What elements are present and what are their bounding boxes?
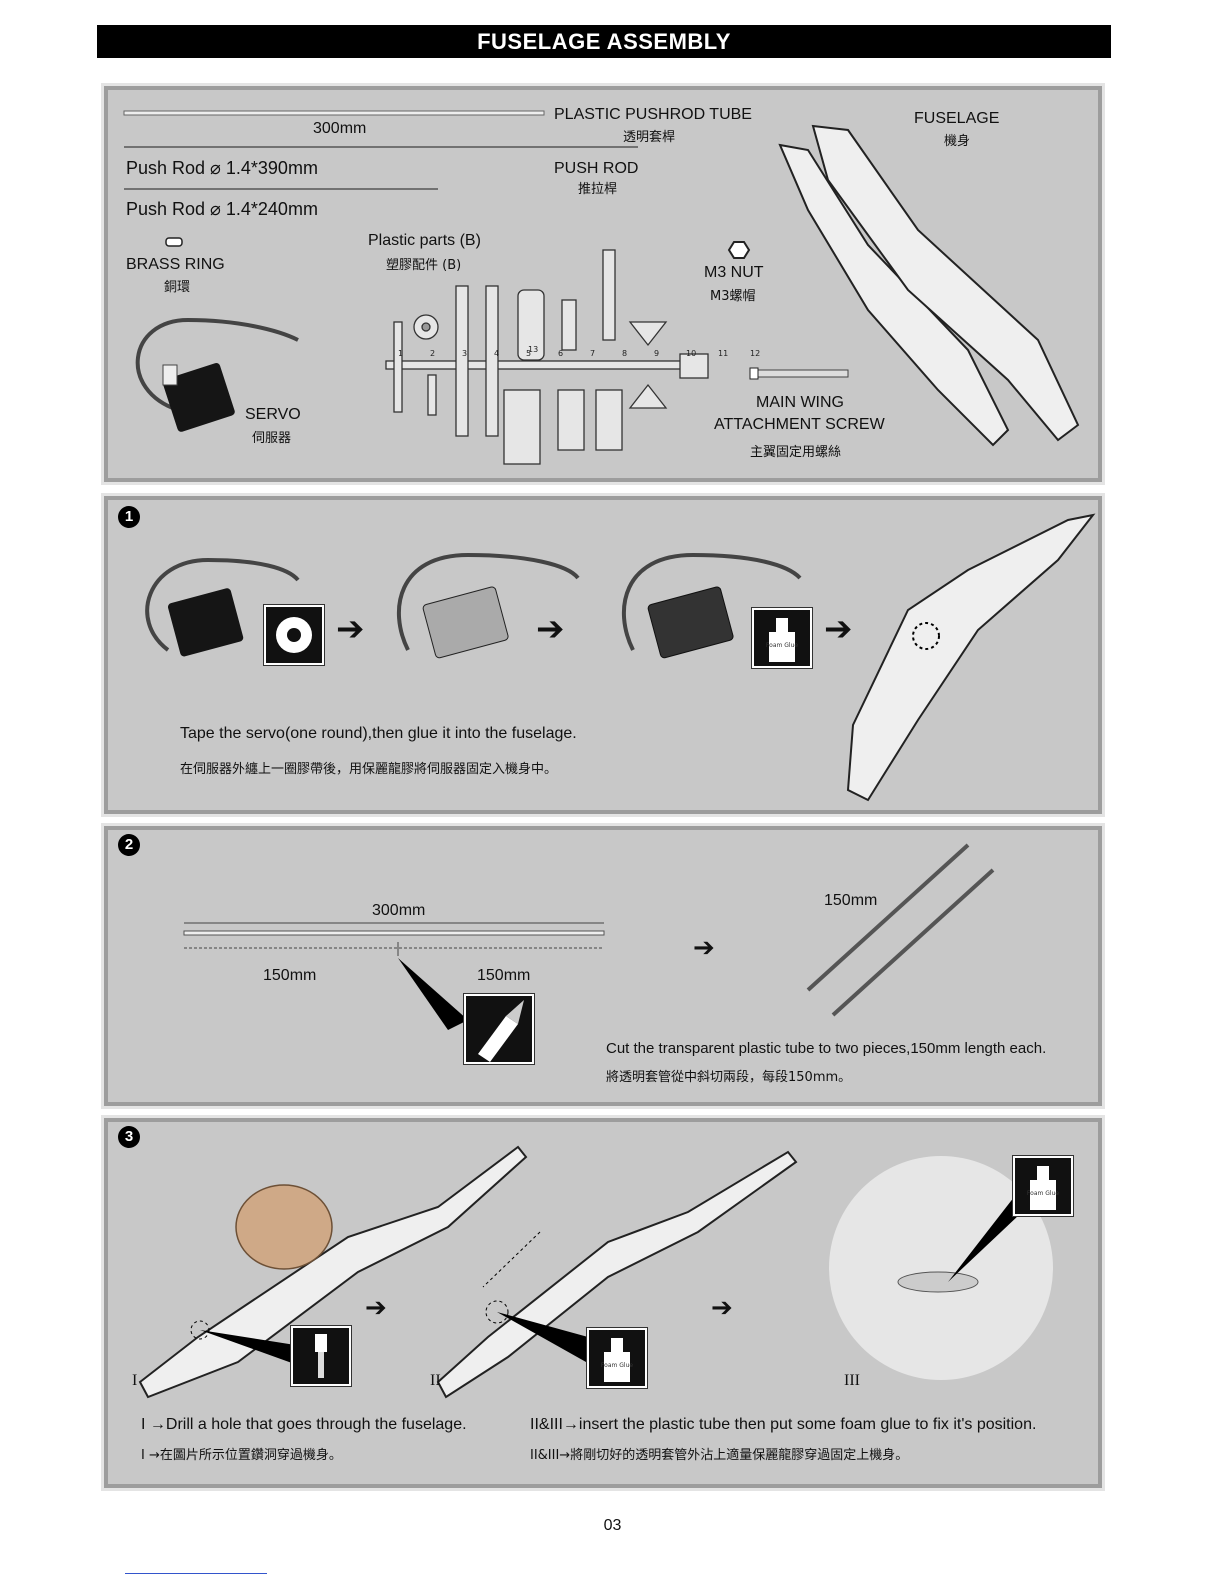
arrow-right-icon: ➔: [336, 612, 365, 646]
push-rod-label-en: PUSH ROD: [554, 160, 638, 178]
tube-length-label: 300mm: [313, 120, 366, 138]
sprue-part-number: 6: [558, 349, 563, 358]
fuselage-label-zh: 機身: [944, 130, 970, 149]
step3-panel: 3 Foam Glue Foam Glue ➔ ➔ I II III I →Dr…: [104, 1118, 1102, 1488]
footer-rule: [125, 1573, 267, 1574]
foam-glue-icon: Foam Glue: [587, 1328, 647, 1388]
tape-roll-icon: [264, 605, 324, 665]
sub-step-2-label: II: [430, 1372, 441, 1390]
brass-ring-icon: [166, 238, 182, 246]
length-150-left-label: 150mm: [263, 967, 316, 985]
arrow-right-icon: ➔: [365, 1294, 387, 1320]
step2-text-en: Cut the transparent plastic tube to two …: [606, 1040, 1046, 1057]
sprue-part-number: 13: [528, 345, 538, 354]
sprue-part-number: 2: [430, 349, 435, 358]
page-number: 03: [0, 1517, 1225, 1535]
foam-glue-label: Foam Glue: [766, 642, 798, 649]
step1-text-zh: 在伺服器外纏上一圈膠帶後，用保麗龍膠將伺服器固定入機身中。: [180, 758, 557, 777]
drill-bit-icon: [291, 1326, 351, 1386]
sprue-part-number: 4: [494, 349, 499, 358]
m3-nut-icon: [729, 242, 749, 258]
hand-drill-illustration: [236, 1185, 332, 1269]
step2-text-zh: 將透明套管從中斜切兩段，每段150mm。: [606, 1066, 851, 1085]
sprue-part-number: 3: [462, 349, 467, 358]
sprue-part-number: 11: [718, 349, 728, 358]
sprue-part-number: 7: [590, 349, 595, 358]
tube-label-zh: 透明套桿: [623, 126, 675, 145]
craft-knife-icon: [464, 994, 534, 1064]
brass-ring-label-zh: 銅環: [164, 276, 190, 295]
step3-text2-en: II&III→insert the plastic tube then put …: [530, 1416, 1036, 1434]
push-rod-label-zh: 推拉桿: [578, 178, 617, 197]
tube-label-en: PLASTIC PUSHROD TUBE: [554, 106, 752, 124]
step3-text1-en: I →Drill a hole that goes through the fu…: [141, 1416, 467, 1434]
fuselage-label-en: FUSELAGE: [914, 110, 999, 128]
servo-label-zh: 伺服器: [252, 427, 291, 446]
plastic-parts-label-en: Plastic parts (B): [368, 232, 481, 250]
wing-screw-label-zh: 主翼固定用螺絲: [750, 441, 841, 460]
pushrod-tube-illustration: [124, 111, 544, 115]
cut-pointer: [398, 958, 468, 1030]
sprue-part-number: 1: [398, 349, 403, 358]
step2-illustration: [108, 830, 1098, 1102]
sprue-part-number: 12: [750, 349, 760, 358]
arrow-right-icon: ➔: [711, 1294, 733, 1320]
tube-piece-a: [808, 845, 968, 990]
foam-glue-label: Foam Glue: [601, 1362, 633, 1369]
insert-direction-line: [483, 1232, 540, 1287]
foam-glue-icon: Foam Glue: [1013, 1156, 1073, 1216]
page-title: FUSELAGE ASSEMBLY: [97, 25, 1111, 58]
foam-glue-label: Foam Glue: [1027, 1190, 1059, 1197]
wing-screw-icon: [756, 370, 848, 377]
brass-ring-label-en: BRASS RING: [126, 256, 225, 274]
sprue-part-number: 8: [622, 349, 627, 358]
length-300-label: 300mm: [372, 902, 425, 920]
step3-text2-zh: II&III→將剛切好的透明套管外沾上適量保麗龍膠穿過固定上機身。: [530, 1444, 908, 1463]
step1-panel: 1 Foam Glue ➔ ➔ ➔ Tape the servo(one rou…: [104, 496, 1102, 814]
sprue-part-number: 9: [654, 349, 659, 358]
length-150-right-label: 150mm: [477, 967, 530, 985]
plastic-parts-label-zh: 塑膠配件 (B): [386, 254, 461, 273]
servo-label-en: SERVO: [245, 406, 301, 424]
arrow-right-icon: ➔: [693, 934, 715, 960]
foam-glue-icon: Foam Glue: [752, 608, 812, 668]
sprue-part-number: 10: [686, 349, 696, 358]
wing-screw-label-en1: MAIN WING: [756, 394, 844, 412]
arrow-right-icon: ➔: [536, 612, 565, 646]
wing-screw-label-en2: ATTACHMENT SCREW: [714, 416, 885, 434]
step3-text1-zh: I →在圖片所示位置鑽洞穿過機身。: [141, 1444, 342, 1463]
m3-nut-label-en: M3 NUT: [704, 264, 764, 282]
push-rod-240-label: Push Rod ⌀ 1.4*240mm: [126, 199, 318, 220]
step2-panel: 2 300mm 150mm 150mm 150mm ➔ Cut the tran…: [104, 826, 1102, 1106]
fuselage-illustration: [848, 515, 1093, 800]
push-rod-390-label: Push Rod ⌀ 1.4*390mm: [126, 158, 318, 179]
sub-step-1-label: I: [132, 1372, 137, 1390]
sub-step-3-label: III: [844, 1372, 860, 1390]
step1-text-en: Tape the servo(one round),then glue it i…: [180, 725, 577, 743]
m3-nut-label-zh: M3螺帽: [710, 285, 756, 304]
piece-length-label: 150mm: [824, 892, 877, 910]
arrow-right-icon: ➔: [824, 612, 853, 646]
pushrod-tube-illustration: [184, 931, 604, 935]
